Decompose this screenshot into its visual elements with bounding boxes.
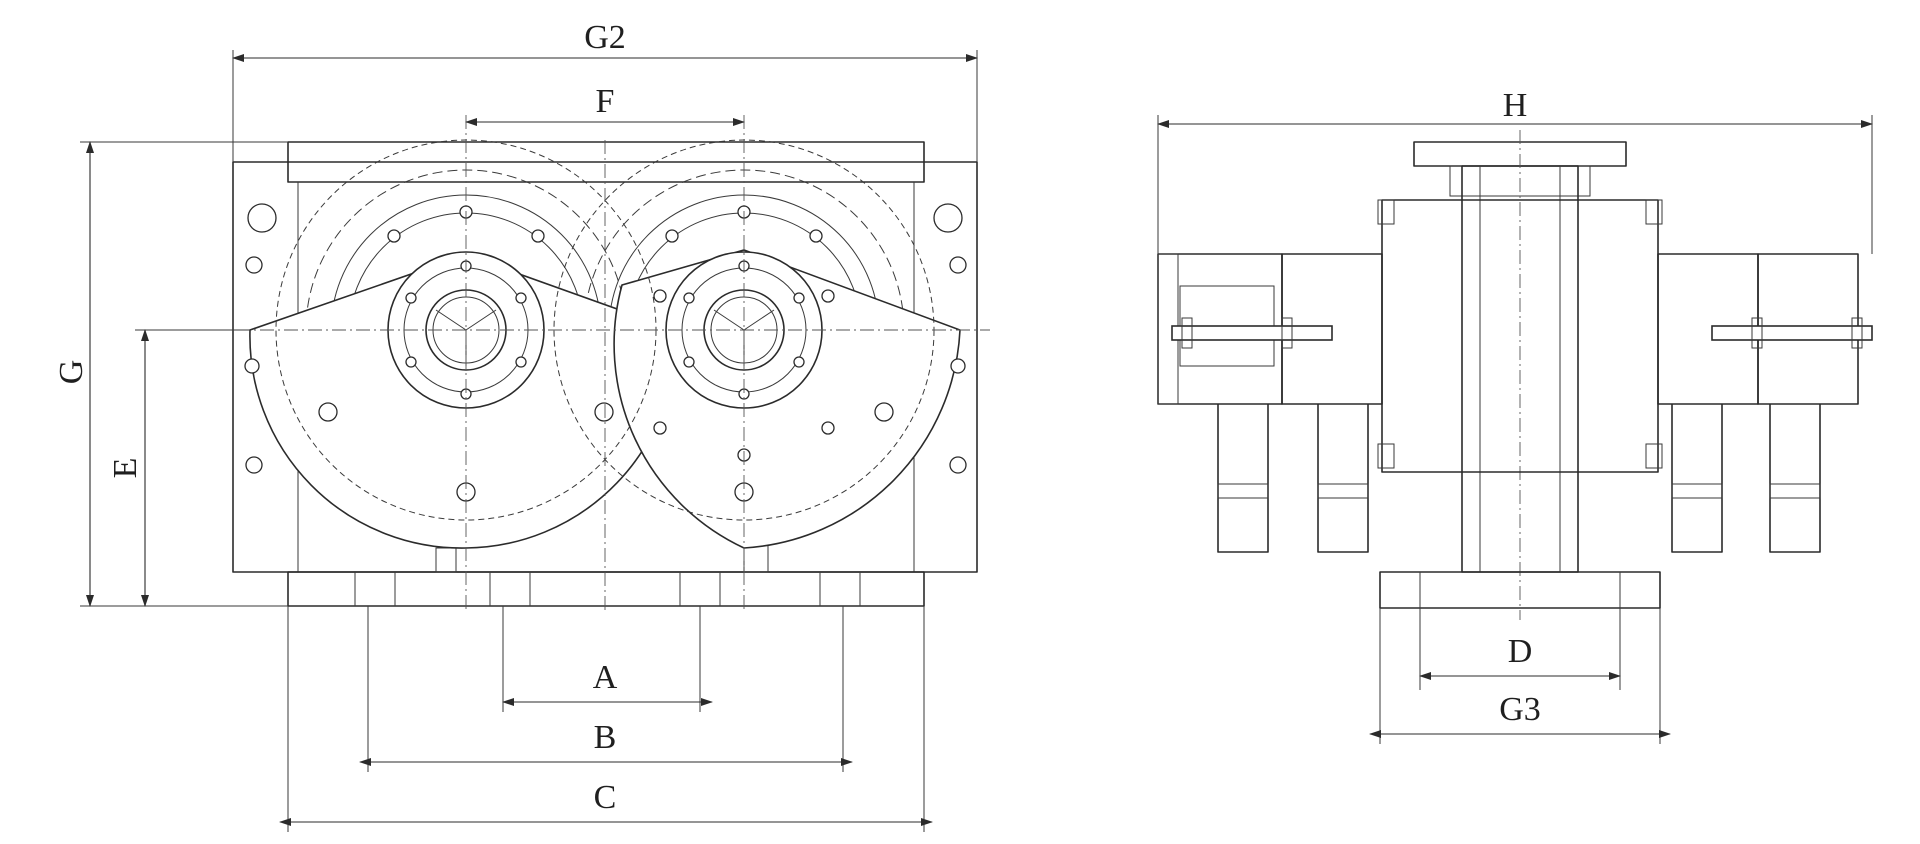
label-h: H xyxy=(1503,87,1528,124)
hub-bolts xyxy=(405,260,805,400)
label-b: B xyxy=(594,719,617,756)
bolt-hole xyxy=(247,203,277,233)
label-g2: G2 xyxy=(584,19,626,56)
label-d: D xyxy=(1508,633,1533,670)
label-f: F xyxy=(596,83,615,120)
side-dimensions: H D G3 xyxy=(1157,87,1873,744)
right-shaft xyxy=(1711,325,1873,341)
right-leg xyxy=(1769,404,1821,553)
front-view xyxy=(140,115,990,610)
label-e: E xyxy=(107,458,144,479)
left-hub xyxy=(387,251,545,409)
side-view xyxy=(1157,130,1873,620)
front-dimensions: G2 F G E A B C xyxy=(53,19,978,832)
side-base xyxy=(1379,571,1661,609)
left-shaft xyxy=(1171,325,1333,341)
bolt-hole xyxy=(933,203,963,233)
label-g: G xyxy=(53,360,90,385)
label-c: C xyxy=(594,779,617,816)
top-flange xyxy=(287,141,925,183)
label-g3: G3 xyxy=(1499,691,1541,728)
base-plate xyxy=(287,571,925,607)
left-leg xyxy=(1217,404,1269,553)
label-a: A xyxy=(593,659,618,696)
